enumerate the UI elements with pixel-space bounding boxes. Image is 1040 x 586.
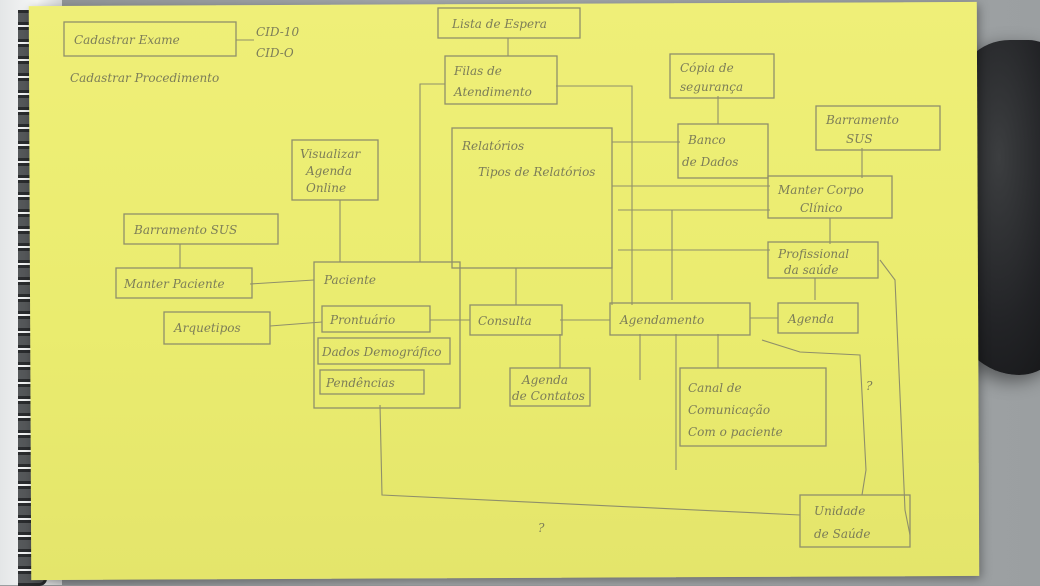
banco-dados-line1: Banco xyxy=(687,133,726,147)
question-mark-bottom: ? xyxy=(538,521,545,535)
pendencias-label: Pendências xyxy=(325,376,395,390)
profissional-saude-line2: da saúde xyxy=(784,263,838,277)
canal-comunicacao-line3: Com o paciente xyxy=(688,425,783,439)
prontuario-box xyxy=(321,305,431,333)
agenda-node: Agenda xyxy=(777,302,859,334)
cadastrar-procedimento-label: Cadastrar Procedimento xyxy=(70,71,219,85)
copia-seguranca-line2: segurança xyxy=(680,80,743,94)
filas-atendimento-line2: Atendimento xyxy=(453,85,532,99)
barramento-sus-top-node: Barramento SUS xyxy=(815,105,941,151)
agenda-contatos-line1: Agenda xyxy=(521,373,568,387)
lista-espera-label: Lista de Espera xyxy=(451,17,547,31)
cido-label: CID-O xyxy=(256,46,294,60)
unidade-saude-line2: de Saúde xyxy=(814,527,870,541)
barramento-sus-left-node: Barramento SUS xyxy=(123,213,279,245)
banco-dados-node: Banco de Dados xyxy=(677,123,769,179)
visualizar-agenda-line1: Visualizar xyxy=(300,147,361,161)
visualizar-agenda-node: Visualizar Agenda Online xyxy=(291,139,379,201)
visualizar-agenda-line3: Online xyxy=(306,181,346,195)
profissional-saude-node: Profissional da saúde xyxy=(767,241,879,279)
relatorios-label: Relatórios xyxy=(461,139,524,153)
question-mark-right: ? xyxy=(866,379,873,393)
agendamento-node: Agendamento xyxy=(609,302,751,336)
profissional-saude-line1: Profissional xyxy=(777,247,849,261)
banco-dados-line2: de Dados xyxy=(682,155,738,169)
unidade-saude-node: Unidade de Saúde xyxy=(799,494,911,548)
lista-espera-node: Lista de Espera xyxy=(437,7,581,39)
manter-corpo-clinico-line2: Clínico xyxy=(800,201,842,215)
tipos-relatorios-label: Tipos de Relatórios xyxy=(478,165,595,179)
manter-paciente-node: Manter Paciente xyxy=(115,267,253,299)
visualizar-agenda-line2: Agenda xyxy=(305,164,352,178)
paciente-label: Paciente xyxy=(323,273,376,287)
manter-corpo-clinico-node: Manter Corpo Clínico xyxy=(767,175,893,219)
barramento-sus-top-line2: SUS xyxy=(846,132,873,146)
manter-corpo-clinico-line1: Manter Corpo xyxy=(777,183,864,197)
connector-lines xyxy=(179,38,911,536)
canal-comunicacao-node: Canal de Comunicação Com o paciente xyxy=(679,367,827,447)
agenda-contatos-line2: de Contatos xyxy=(512,389,585,403)
dados-demografico-label: Dados Demográfico xyxy=(321,345,442,359)
copia-seguranca-node: Cópia de segurança xyxy=(669,53,775,99)
manter-paciente-label: Manter Paciente xyxy=(123,277,225,291)
relatorios-node: Relatórios Tipos de Relatórios xyxy=(451,127,613,269)
cid10-label: CID-10 xyxy=(256,25,299,39)
copia-seguranca-line1: Cópia de xyxy=(680,61,734,75)
consulta-label: Consulta xyxy=(478,314,532,328)
unidade-saude-line1: Unidade xyxy=(814,504,865,518)
pendencias-box xyxy=(319,369,425,395)
cadastrar-exame-label: Cadastrar Exame xyxy=(74,33,180,47)
paciente-node: Paciente Prontuário Dados Demográfico Pe… xyxy=(313,261,461,409)
barramento-sus-top-line1: Barramento xyxy=(825,113,899,127)
agendamento-label: Agendamento xyxy=(619,313,704,327)
dados-demografico-box xyxy=(317,337,451,365)
agenda-contatos-node: Agenda de Contatos xyxy=(509,367,591,407)
notes-block: Cadastrar Exame CID-10 CID-O Cadastrar P… xyxy=(63,21,299,85)
canal-comunicacao-line2: Comunicação xyxy=(688,403,770,417)
barramento-sus-left-label: Barramento SUS xyxy=(133,223,237,237)
cadastrar-exame-box xyxy=(63,21,237,57)
filas-atendimento-node: Filas de Atendimento xyxy=(444,55,558,105)
filas-atendimento-line1: Filas de xyxy=(453,64,502,78)
consulta-node: Consulta xyxy=(469,304,563,336)
prontuario-label: Prontuário xyxy=(329,313,395,327)
canal-comunicacao-line1: Canal de xyxy=(688,381,742,395)
arquetipos-label: Arquetipos xyxy=(173,321,241,335)
arquetipos-node: Arquetipos xyxy=(163,311,271,345)
agenda-label: Agenda xyxy=(787,312,834,326)
